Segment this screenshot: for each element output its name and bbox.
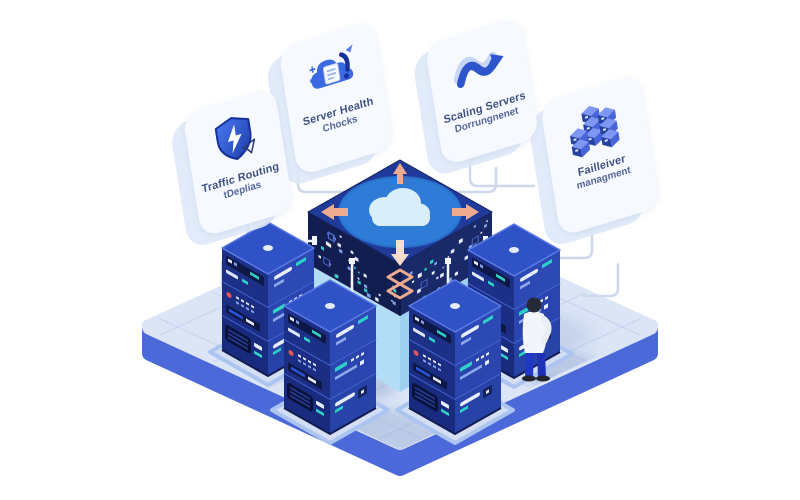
- card-traffic-routing: Traffic Routing tDeplias: [182, 86, 294, 238]
- person: [522, 297, 552, 382]
- exclamation-swoosh: [338, 52, 350, 72]
- arrow-up: [393, 163, 407, 184]
- arrow-right: [452, 204, 479, 220]
- sparkle-plus: [309, 66, 316, 73]
- server-tower-left-front: [283, 279, 377, 435]
- sparkle-star: [309, 78, 314, 84]
- person-head: [526, 297, 542, 313]
- direction-arrows: [321, 163, 479, 300]
- chevron-2: [386, 282, 414, 300]
- person-leg: [537, 353, 546, 377]
- person-shoe: [522, 375, 536, 382]
- shield-lightning-icon: [214, 117, 256, 161]
- band-leds-left: [318, 231, 397, 306]
- cloud-icon: [369, 188, 430, 226]
- person-arm: [541, 316, 552, 344]
- cloud-checklist-icon: [309, 44, 354, 89]
- chevron-1: [386, 268, 414, 286]
- person-shoe: [536, 375, 550, 382]
- card-server-health-checks: Server Health Chocks: [278, 19, 394, 177]
- arrow-left: [321, 204, 348, 220]
- iso-box-cluster: [569, 106, 620, 158]
- stacked-boxes-icon: [569, 106, 620, 158]
- arrow-down: [391, 240, 409, 266]
- small-arrow-icon: [345, 44, 353, 53]
- server-tower-right-front: [408, 279, 502, 435]
- person-leg: [525, 353, 534, 377]
- card-failover-management: Failleiver managment: [539, 72, 661, 238]
- card-scaling-servers: Scaling Servers Dorrungnenet: [424, 15, 540, 167]
- scaling-curve-arrow-icon: [453, 51, 504, 89]
- paper-plane-icon: [235, 138, 256, 159]
